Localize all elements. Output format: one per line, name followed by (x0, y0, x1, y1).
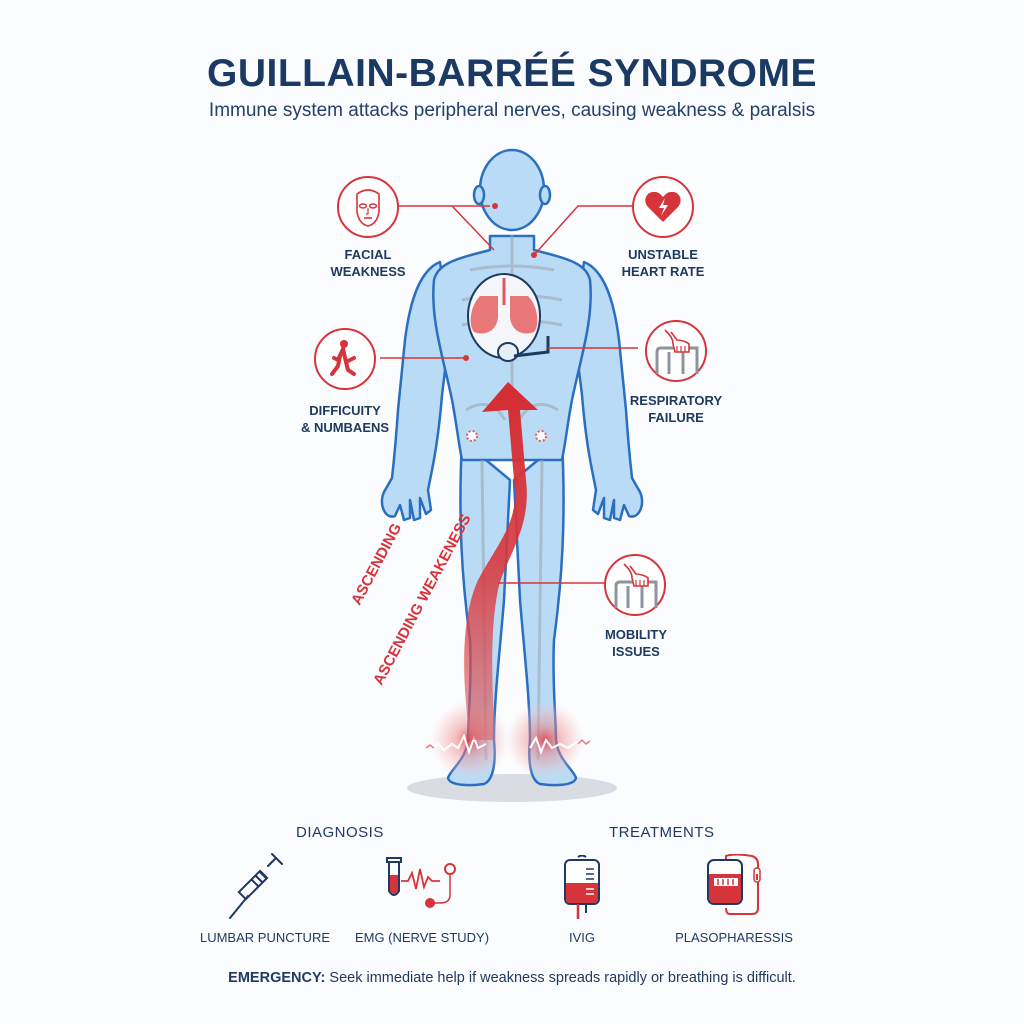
iv-bag-icon (564, 855, 600, 919)
emergency-label: EMERGENCY: (228, 970, 326, 986)
syringe-icon (229, 853, 283, 919)
walking-person-icon (314, 328, 376, 390)
diagnosis-label-lumbar: LUMBAR PUNCTURE (199, 930, 330, 945)
hand-grip-rail-icon (645, 320, 707, 382)
diagnosis-label-emg: EMG (NERVE STUDY) (354, 930, 490, 945)
plasmapheresis-bag-icon (707, 854, 761, 915)
diagnosis-heading: DIAGNOSIS (296, 824, 384, 841)
test-tube-emg-icon (386, 857, 456, 908)
ascending-arrow (464, 382, 538, 740)
treatments-heading: TREATMENTS (609, 824, 715, 841)
hand-grip-rail-icon (604, 554, 666, 616)
page-title: GUILLAIN-BARRÉÉ SYNDROME (206, 52, 817, 95)
emergency-text: Seek immediate help if weakness spreads … (325, 970, 796, 986)
face-icon (337, 176, 399, 238)
lungs-icon (467, 273, 550, 362)
treatment-label-ivig: IVIG (568, 930, 595, 945)
treatment-label-plasmapheresis: PLASOPHARESSIS (675, 930, 793, 945)
page-subtitle: Immune system attacks peripheral nerves,… (208, 100, 816, 121)
emergency-notice: EMERGENCY: Seek immediate help if weakne… (0, 970, 1024, 986)
ground-shadow (407, 774, 617, 802)
symptom-label-difficulty: DIFFICUITY& NUMBAENS (300, 403, 390, 435)
heart-lightning-icon (632, 176, 694, 238)
